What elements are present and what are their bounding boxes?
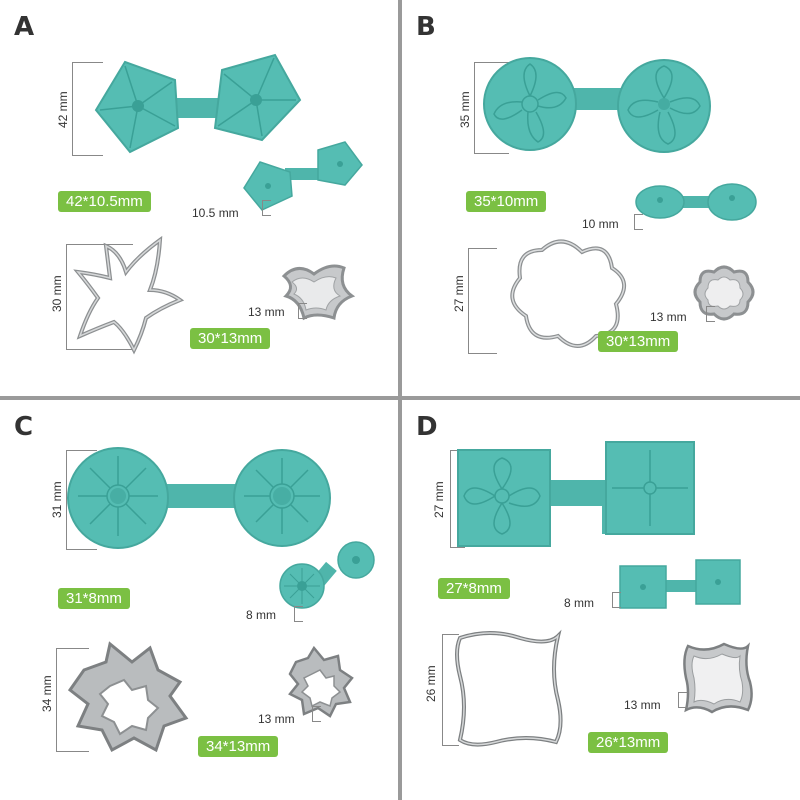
cutter-depth-label: 13 mm — [258, 712, 295, 726]
cutter-depth-label: 13 mm — [650, 310, 687, 324]
cutter-depth-label: 13 mm — [624, 698, 661, 712]
star-cutter-small — [281, 264, 356, 321]
mold-depth-guide — [262, 200, 271, 216]
cutter-depth-guide — [312, 706, 321, 722]
star-cutter-large — [73, 235, 185, 355]
square-cutter-large — [455, 629, 563, 747]
mold-depth-label: 8 mm — [246, 608, 276, 622]
mold-size-badge: 42*10.5mm — [58, 191, 151, 212]
cutter-size-badge: 30*13mm — [190, 328, 271, 349]
mold-depth-guide — [634, 214, 643, 230]
flower-cutter-large — [510, 239, 626, 348]
daisy-cutter-small — [288, 645, 354, 718]
cutter-height-guide — [56, 648, 89, 752]
cutter-depth-guide — [706, 306, 715, 322]
square-mold-large — [457, 441, 695, 547]
mold-size-badge: 31*8mm — [58, 588, 130, 609]
cutter-height-guide — [66, 244, 133, 350]
panel-letter: D — [416, 412, 438, 442]
horizontal-divider — [0, 396, 800, 400]
daisy-cutter-large — [67, 641, 189, 753]
panel-letter: B — [416, 12, 436, 42]
flower-mold-small — [635, 183, 757, 221]
cutter-size-badge: 26*13mm — [588, 732, 669, 753]
panel-letter: A — [14, 12, 35, 42]
panel-c: C 31 mm 31*8mm 8 mm 34 mm 13 mm — [0, 400, 398, 796]
cutter-size-badge: 34*13mm — [198, 736, 279, 757]
mold-depth-guide — [294, 606, 303, 622]
mold-depth-label: 10 mm — [582, 217, 619, 231]
square-cutter-small — [683, 642, 753, 714]
panel-a: A 42 mm 42*10.5mm 10.5 mm 30 mm 13 mm 30… — [0, 0, 398, 396]
daisy-mold-small — [279, 541, 375, 609]
cutter-height-guide — [468, 248, 497, 354]
panel-letter: C — [14, 412, 34, 442]
mold-height-guide — [72, 62, 103, 156]
mold-size-badge: 27*8mm — [438, 578, 510, 599]
square-mold-small — [619, 559, 741, 609]
mold-height-guide — [66, 450, 97, 550]
cutter-depth-guide — [298, 303, 307, 319]
cutter-size-badge: 30*13mm — [598, 331, 679, 352]
mold-height-guide — [474, 62, 509, 154]
mold-depth-label: 8 mm — [564, 596, 594, 610]
vertical-divider — [398, 0, 402, 800]
mold-depth-guide — [612, 592, 621, 608]
star-mold-small — [243, 141, 363, 211]
daisy-mold-large — [67, 447, 331, 549]
mold-size-badge: 35*10mm — [466, 191, 547, 212]
mold-depth-label: 10.5 mm — [192, 206, 239, 220]
cutter-depth-guide — [678, 692, 687, 708]
star-mold-large — [94, 53, 302, 154]
flower-mold-large — [483, 57, 711, 153]
cutter-height-guide — [442, 634, 459, 746]
cutter-depth-label: 13 mm — [248, 305, 285, 319]
panel-d: D 27 mm 27*8mm 8 mm 26 mm 13 mm 26*13mm — [402, 400, 800, 796]
panel-b: B 35 mm 35*10mm 10 mm 27 mm 13 m — [402, 0, 800, 396]
